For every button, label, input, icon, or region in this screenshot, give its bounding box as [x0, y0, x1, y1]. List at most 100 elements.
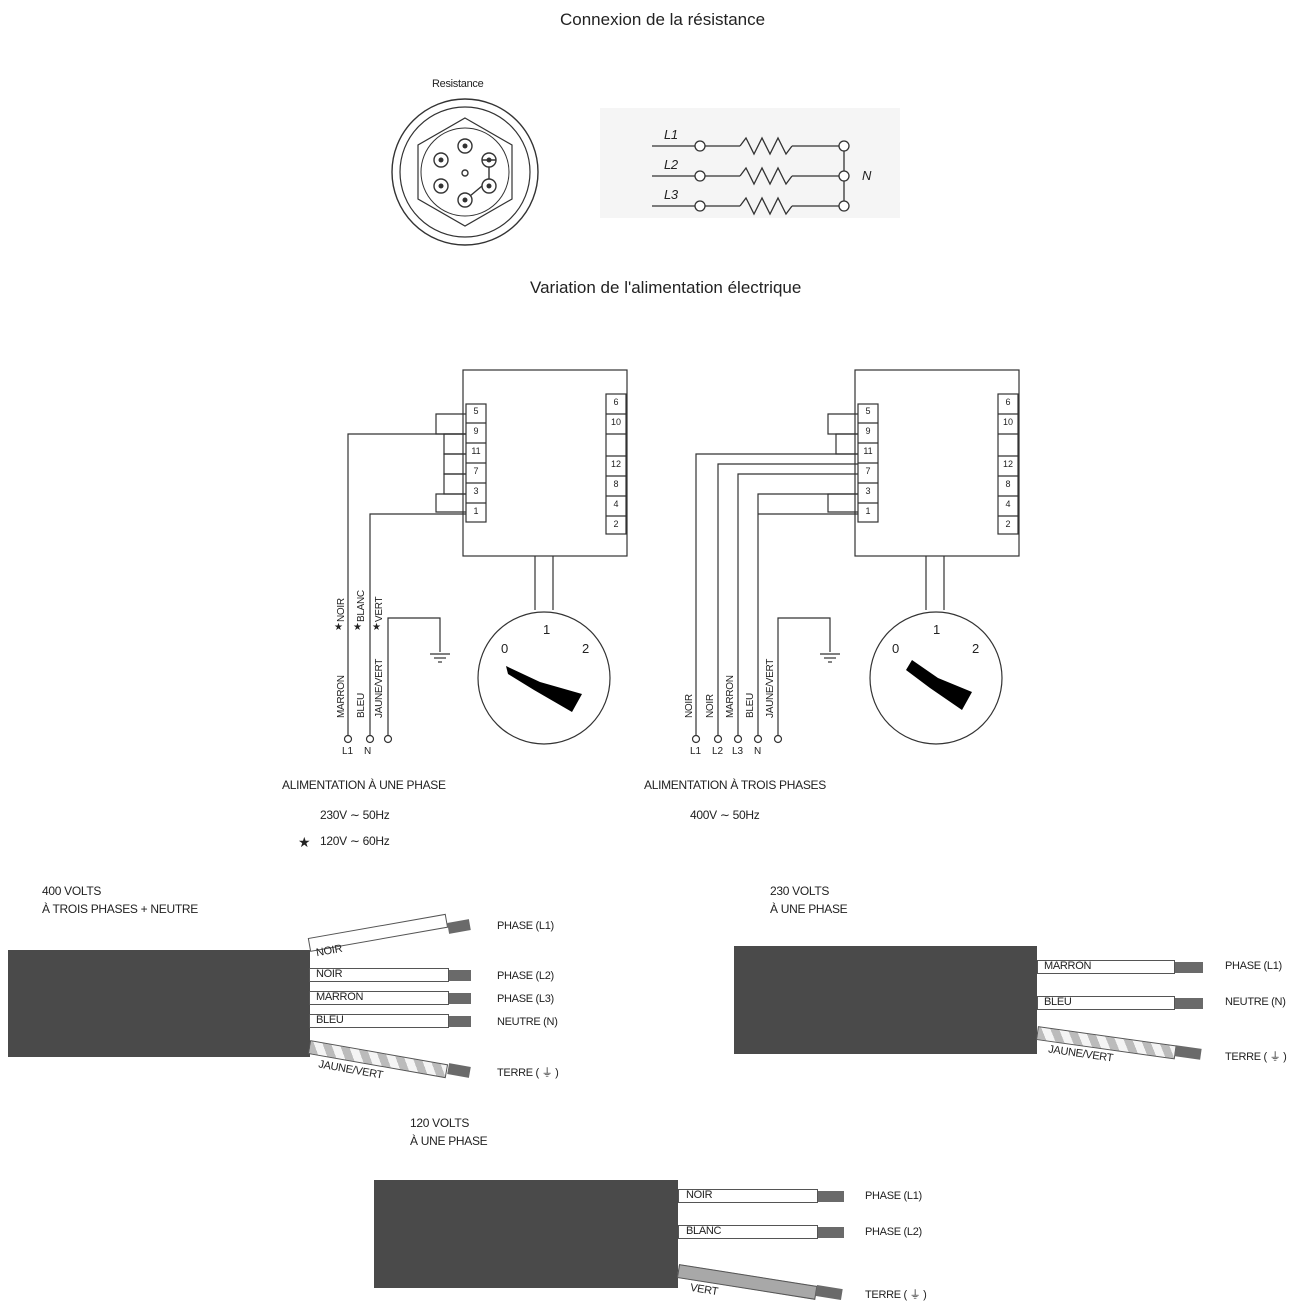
sp-term-10: 10: [610, 417, 621, 427]
cable230-wire-1-label: MARRON: [1044, 960, 1092, 972]
tp-term-6: 6: [1005, 397, 1011, 407]
tp-wire-noir-2: NOIR: [705, 694, 716, 718]
cable120-wire-1-label: NOIR: [686, 1189, 713, 1201]
sp-wire-marron: MARRON: [336, 675, 347, 718]
cable400-label-4: NEUTRE (N): [497, 1016, 558, 1028]
sp-term-8: 8: [613, 479, 619, 489]
sp-wire-vert-alt: VERT: [374, 596, 385, 622]
cable120-title-2: À UNE PHASE: [410, 1134, 488, 1148]
cable120-label-3: TERRE ( ⏚ ): [865, 1289, 927, 1301]
sp-star-2: ★: [353, 622, 362, 633]
tp-wire-jaune-vert: JAUNE/VERT: [765, 658, 776, 718]
cable400-wire-4: [309, 1014, 449, 1028]
sp-term-9: 9: [473, 426, 479, 436]
tp-term-label-l2: L2: [712, 746, 724, 757]
schematic-label-l2: L2: [664, 157, 678, 172]
cable120-wire-3-tip: [815, 1285, 843, 1300]
sp-switch-pos-1: 1: [543, 622, 550, 637]
cable120-title-1: 120 VOLTS: [410, 1116, 470, 1130]
tp-term-10: 10: [1002, 417, 1013, 427]
schematic-label-l1: L1: [664, 127, 678, 142]
cable230-wire-2-label: BLEU: [1044, 996, 1072, 1008]
sp-term-6: 6: [613, 397, 619, 407]
sp-term-1: 1: [473, 506, 479, 516]
sp-wire-jaune-vert: JAUNE/VERT: [374, 658, 385, 718]
cable400-wire-5-tip: [447, 1063, 471, 1078]
cable400-wire-2-label: NOIR: [316, 968, 343, 980]
cable400-label-2: PHASE (L2): [497, 970, 554, 982]
tp-term-2: 2: [1005, 519, 1011, 529]
cable120-label-2: PHASE (L2): [865, 1226, 922, 1238]
cable400-title-1: 400 VOLTS: [42, 884, 102, 898]
cable400-wire-4-label: BLEU: [316, 1014, 344, 1026]
cable230-wire-2-tip: [1175, 998, 1203, 1009]
sp-term-4: 4: [613, 499, 619, 509]
tp-switch-pos-2: 2: [972, 641, 979, 656]
cable230-label-2: NEUTRE (N): [1225, 996, 1286, 1008]
sp-star-3: ★: [372, 622, 381, 633]
cable230-wire-1: [1037, 960, 1175, 974]
sp-term-label-n: N: [364, 746, 372, 757]
cable120-wire-1: [678, 1189, 818, 1203]
sp-term-12: 12: [610, 459, 621, 469]
sp-term-7: 7: [473, 466, 479, 476]
cable400-wire-2-tip: [449, 970, 471, 981]
cable400-wire-3: [309, 991, 449, 1005]
tp-term-label-l1: L1: [690, 746, 702, 757]
sp-wire-bleu: BLEU: [356, 693, 367, 718]
cable400-title-2: À TROIS PHASES + NEUTRE: [42, 902, 198, 916]
title-variation: Variation de l'alimentation électrique: [530, 278, 802, 297]
cable400-wire-3-label: MARRON: [316, 991, 364, 1003]
resistance-schematic: [600, 108, 900, 218]
cable120-wire-3-label: VERT: [689, 1281, 719, 1299]
resistance-head-diagram: [391, 98, 539, 246]
cable230-title-1: 230 VOLTS: [770, 884, 830, 898]
tp-term-1: 1: [865, 506, 871, 516]
cable230-title-2: À UNE PHASE: [770, 902, 848, 916]
label-resistance: Resistance: [432, 78, 484, 90]
sp-switch-pos-2: 2: [582, 641, 589, 656]
cable120-sheath: [374, 1180, 678, 1288]
tp-term-12: 12: [1002, 459, 1013, 469]
cable230-wire-3-tip: [1174, 1045, 1202, 1060]
tp-term-label-n: N: [754, 746, 762, 757]
sp-switch-pos-0: 0: [501, 641, 508, 656]
sp-voltage-star: ★: [298, 834, 311, 850]
cable400-wire-2: [309, 968, 449, 982]
cable400-label-3: PHASE (L3): [497, 993, 554, 1005]
tp-wire-marron: MARRON: [725, 675, 736, 718]
cable120-wire-1-tip: [818, 1191, 844, 1202]
cable120-wire-2: [678, 1225, 818, 1239]
sp-term-3: 3: [473, 486, 479, 496]
tp-term-8: 8: [1005, 479, 1011, 489]
cable230-wire-2: [1037, 996, 1175, 1010]
cable230-label-3: TERRE ( ⏚ ): [1225, 1051, 1287, 1063]
cable400-wire-1-tip: [447, 919, 471, 934]
title-connexion: Connexion de la résistance: [560, 10, 766, 29]
cable120-wire-2-tip: [818, 1227, 844, 1238]
sp-voltage-alt: 120V ∼ 60Hz: [320, 834, 390, 848]
sp-star-1: ★: [334, 622, 343, 633]
tp-term-7: 7: [865, 466, 871, 476]
cable120-label-1: PHASE (L1): [865, 1190, 922, 1202]
sp-term-5: 5: [473, 406, 479, 416]
cable400-label-1: PHASE (L1): [497, 920, 554, 932]
cable400-label-5: TERRE ( ⏚ ): [497, 1067, 559, 1079]
three-phase-wiring: [691, 369, 1020, 745]
cable400-sheath: [8, 950, 310, 1057]
tp-voltage: 400V ∼ 50Hz: [690, 808, 760, 822]
cable400-wire-3-tip: [449, 993, 471, 1004]
cable230-wire-1-tip: [1175, 962, 1203, 973]
tp-term-4: 4: [1005, 499, 1011, 509]
sp-term-2: 2: [613, 519, 619, 529]
schematic-label-n: N: [862, 168, 872, 183]
sp-voltage-main: 230V ∼ 50Hz: [320, 808, 390, 822]
cable120-wire-2-label: BLANC: [686, 1225, 722, 1237]
tp-term-3: 3: [865, 486, 871, 496]
tp-term-5: 5: [865, 406, 871, 416]
tp-title: ALIMENTATION À TROIS PHASES: [644, 778, 826, 792]
tp-term-11: 11: [863, 446, 873, 456]
tp-wire-noir-1: NOIR: [684, 694, 695, 718]
tp-term-9: 9: [865, 426, 871, 436]
cable230-label-1: PHASE (L1): [1225, 960, 1282, 972]
